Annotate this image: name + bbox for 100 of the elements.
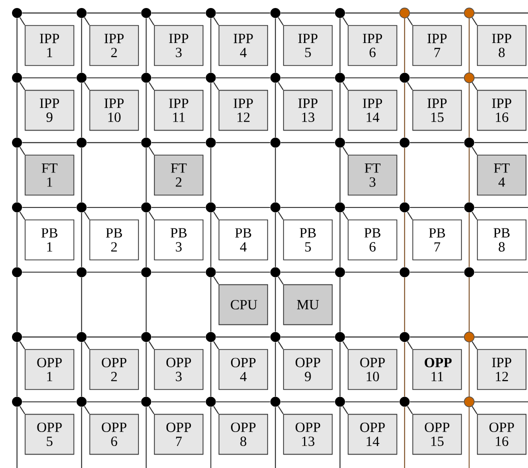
mesh-wire bbox=[344, 272, 400, 273]
mesh-wire bbox=[274, 147, 276, 203]
process-box: OPP 5 bbox=[24, 414, 74, 455]
router-dot bbox=[335, 267, 345, 278]
process-box: PB 7 bbox=[412, 220, 462, 260]
mesh-wire bbox=[210, 277, 212, 332]
mesh-wire bbox=[210, 18, 212, 73]
link-line bbox=[406, 82, 413, 90]
process-box: OPP 2 bbox=[89, 349, 139, 390]
mesh-wire bbox=[344, 401, 400, 402]
mesh-wire bbox=[86, 142, 142, 144]
mesh-wire bbox=[344, 206, 400, 208]
router-dot bbox=[141, 396, 152, 407]
process-box: OPP 10 bbox=[348, 349, 398, 390]
link-line bbox=[342, 211, 348, 220]
link-line bbox=[472, 341, 478, 350]
link-line bbox=[406, 211, 413, 220]
process-box: OPP 14 bbox=[348, 414, 398, 455]
router-dot bbox=[270, 72, 280, 83]
link-line bbox=[19, 406, 26, 414]
mesh-wire bbox=[16, 147, 18, 203]
router-dot bbox=[335, 138, 345, 148]
process-box: IPP 15 bbox=[412, 90, 462, 131]
mesh-wire bbox=[81, 212, 82, 268]
mesh-wire bbox=[274, 82, 276, 138]
mesh-wire bbox=[280, 272, 336, 273]
mesh-wire bbox=[146, 212, 147, 268]
link-line bbox=[213, 82, 220, 90]
mesh-wire bbox=[146, 406, 147, 468]
link-line bbox=[148, 146, 154, 156]
router-dot bbox=[141, 267, 152, 278]
mesh-wire bbox=[22, 77, 77, 78]
mesh-wire bbox=[344, 336, 400, 338]
link-line bbox=[407, 17, 413, 26]
process-box: OPP 15 bbox=[412, 414, 462, 455]
link-line bbox=[148, 16, 154, 26]
mesh-wire bbox=[146, 147, 147, 203]
router-dot bbox=[464, 267, 474, 278]
mesh-wire bbox=[474, 272, 528, 273]
link-line bbox=[84, 82, 90, 90]
mesh-wire bbox=[468, 406, 470, 468]
router-dot bbox=[335, 8, 345, 18]
mesh-wire bbox=[22, 206, 77, 208]
mesh-wire bbox=[474, 142, 528, 144]
process-box: OPP 4 bbox=[218, 349, 268, 390]
router-dot bbox=[335, 202, 345, 212]
mesh-wire bbox=[409, 272, 464, 273]
link-line bbox=[213, 340, 220, 350]
mesh-wire bbox=[22, 142, 77, 144]
process-box: PB 8 bbox=[476, 220, 526, 260]
mesh-wire bbox=[274, 18, 276, 73]
process-box: PB 3 bbox=[154, 220, 204, 260]
process-box: OPP 1 bbox=[24, 349, 74, 390]
mesh-wire bbox=[216, 12, 271, 14]
process-box: IPP 2 bbox=[89, 25, 139, 66]
router-dot bbox=[464, 138, 474, 148]
mesh-wire bbox=[280, 401, 336, 402]
process-box: PB 1 bbox=[24, 220, 74, 260]
router-dot bbox=[335, 332, 345, 342]
mesh-wire bbox=[86, 12, 142, 14]
mesh-wire bbox=[468, 342, 470, 397]
mesh-wire bbox=[86, 336, 142, 338]
process-box: IPP 13 bbox=[283, 90, 333, 131]
router-dot bbox=[270, 202, 280, 212]
process-box: IPP 9 bbox=[24, 90, 74, 131]
mesh-wire bbox=[274, 277, 276, 332]
router-dot bbox=[400, 72, 410, 83]
mesh-wire bbox=[22, 12, 77, 14]
mesh-wire bbox=[81, 406, 82, 468]
process-box: OPP 9 bbox=[283, 349, 333, 390]
mesh-wire bbox=[151, 336, 206, 338]
link-line bbox=[342, 406, 348, 414]
router-dot bbox=[141, 202, 152, 212]
router-dot bbox=[206, 267, 216, 278]
mesh-wire bbox=[404, 18, 406, 73]
link-line bbox=[278, 211, 284, 220]
router-dot bbox=[12, 138, 22, 148]
link-line bbox=[472, 17, 478, 26]
mesh-wire bbox=[409, 336, 464, 338]
link-line bbox=[84, 406, 90, 414]
mesh-wire bbox=[468, 82, 470, 138]
router-dot bbox=[141, 138, 152, 148]
mesh-wire bbox=[280, 206, 336, 208]
mesh-wire bbox=[86, 401, 142, 402]
process-box: MU bbox=[283, 284, 333, 326]
router-dot bbox=[270, 332, 280, 342]
router-dot bbox=[12, 72, 22, 83]
mesh-wire bbox=[210, 212, 212, 268]
link-line bbox=[84, 211, 90, 220]
mesh-wire bbox=[216, 401, 271, 402]
mesh-wire bbox=[151, 142, 206, 144]
mesh-wire bbox=[151, 401, 206, 402]
link-line bbox=[406, 406, 413, 414]
mesh-wire bbox=[274, 406, 276, 468]
process-box: IPP 5 bbox=[283, 25, 333, 66]
mesh-wire bbox=[274, 342, 276, 397]
mesh-wire bbox=[22, 401, 77, 402]
router-dot bbox=[12, 332, 22, 342]
router-dot bbox=[76, 267, 87, 278]
mesh-wire bbox=[216, 142, 271, 144]
